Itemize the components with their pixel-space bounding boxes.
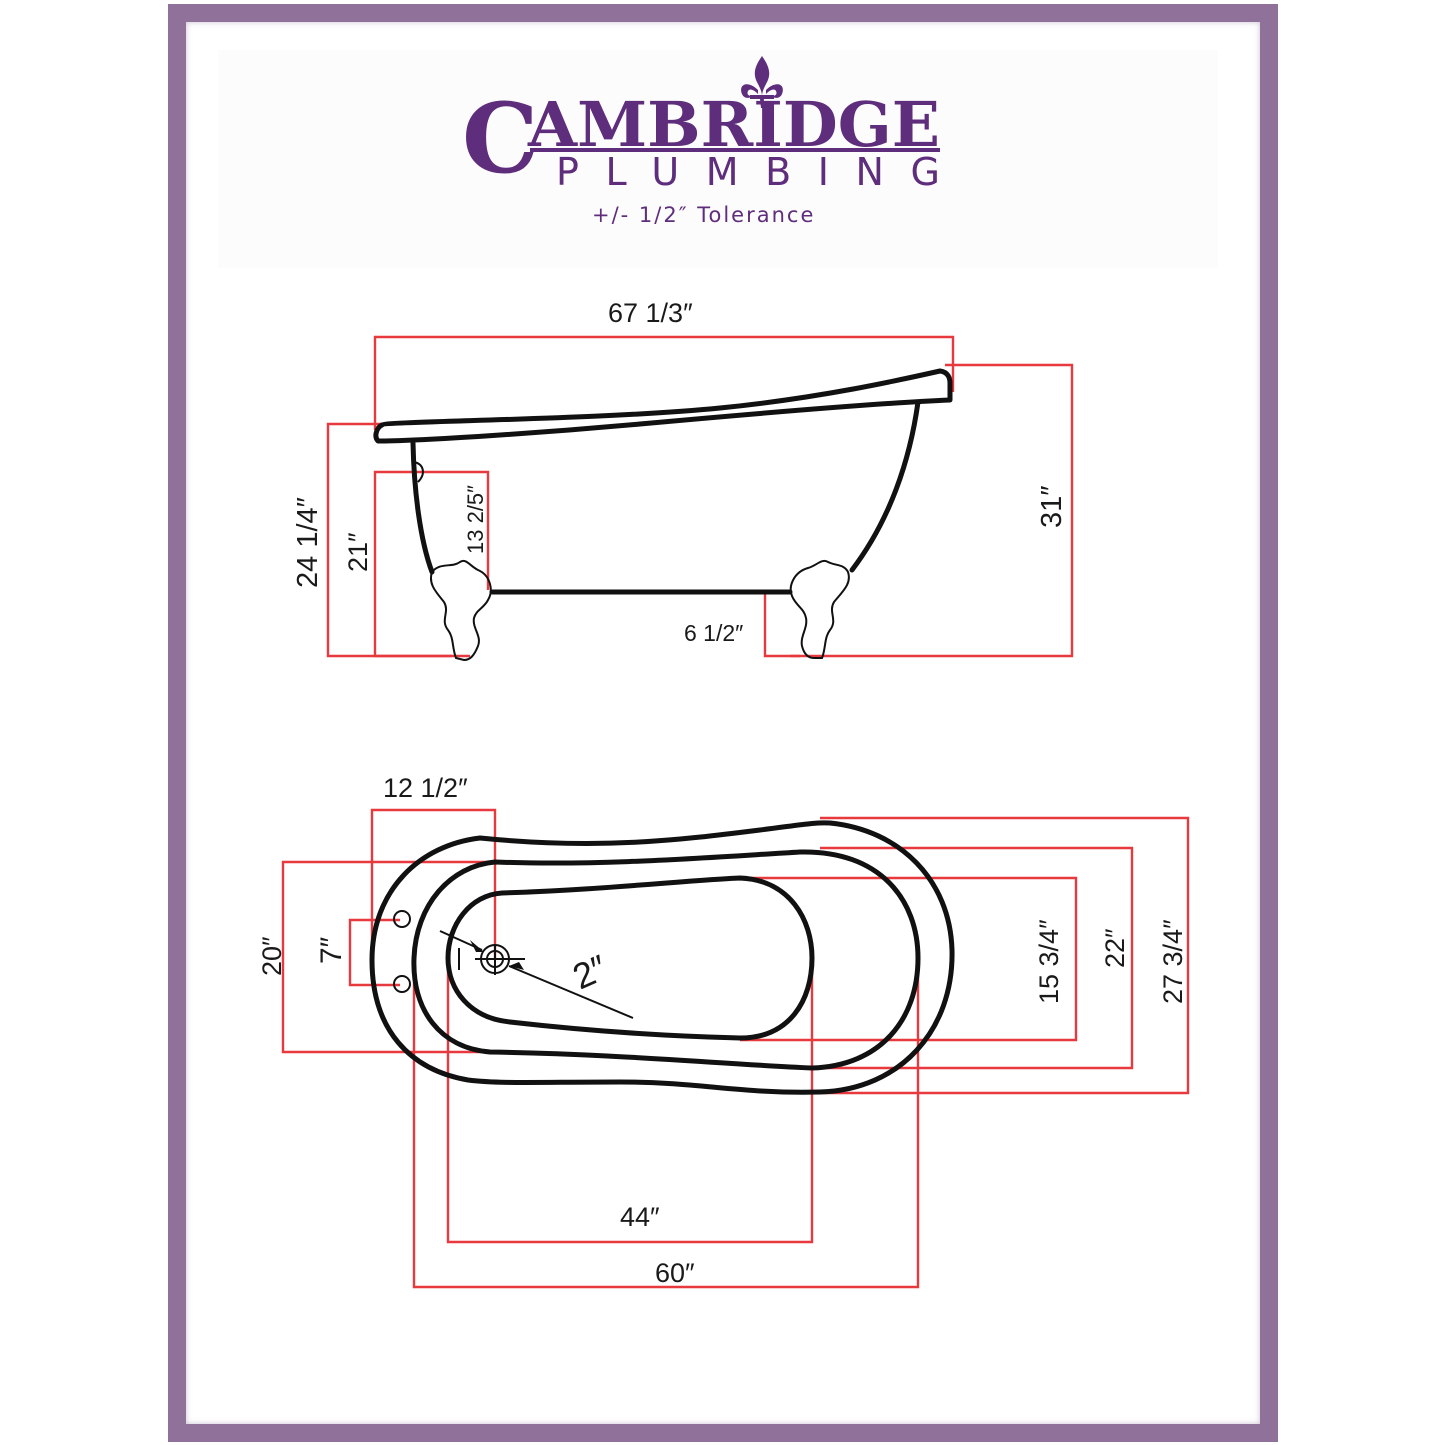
top-dimension-lines — [281, 808, 1190, 1289]
interior-width-label: 22″ — [1100, 928, 1130, 968]
faucet-spacing-label: 7″ — [315, 936, 348, 964]
bottom-width-label: 15 3/4″ — [1034, 919, 1064, 1004]
fleur-de-lis-icon — [741, 56, 783, 108]
rim-height-high-label: 31″ — [1036, 485, 1068, 528]
drain-offset-label: 12 1/2″ — [383, 773, 468, 803]
clawfoot-right — [789, 559, 850, 659]
tub-top-outline — [369, 820, 955, 1095]
overall-length-label: 67 1/3″ — [608, 298, 693, 328]
side-view: 67 1/3″ 24 1/4″ 21″ 13 2/5″ 31″ 6 1/2″ — [292, 298, 1074, 662]
drain-diameter-label: 2″ — [567, 946, 614, 997]
height-13-label: 13 2/5″ — [463, 485, 488, 554]
drain-icon — [439, 930, 634, 1019]
width-20-label: 20″ — [257, 936, 287, 976]
bottom-length-label: 44″ — [620, 1202, 660, 1232]
header-panel — [218, 50, 1218, 268]
faucet-hole-top — [393, 910, 411, 928]
floor-clearance-label: 6 1/2″ — [684, 620, 743, 646]
height-21-label: 21″ — [343, 532, 373, 572]
side-dimension-lines — [326, 335, 1074, 658]
interior-length-label: 60″ — [655, 1258, 695, 1288]
top-view: 12 1/2″ 20″ 7″ 2″ 15 3/4″ 22″ 27 3/4″ 44… — [257, 773, 1190, 1289]
faucet-hole-bottom — [393, 975, 411, 993]
clawfoot-left — [430, 560, 492, 662]
exterior-width-label: 27 3/4″ — [1158, 919, 1188, 1004]
brand-logo: C AMBRIDGE PLUMBING +/- 1/2″ Tolerance — [462, 56, 940, 227]
rim-height-low-label: 24 1/4″ — [292, 497, 324, 588]
tub-side-outline — [373, 368, 953, 662]
brand-underline — [530, 148, 940, 152]
brand-initial: C — [462, 82, 538, 195]
tolerance-note: +/- 1/2″ Tolerance — [592, 203, 815, 227]
